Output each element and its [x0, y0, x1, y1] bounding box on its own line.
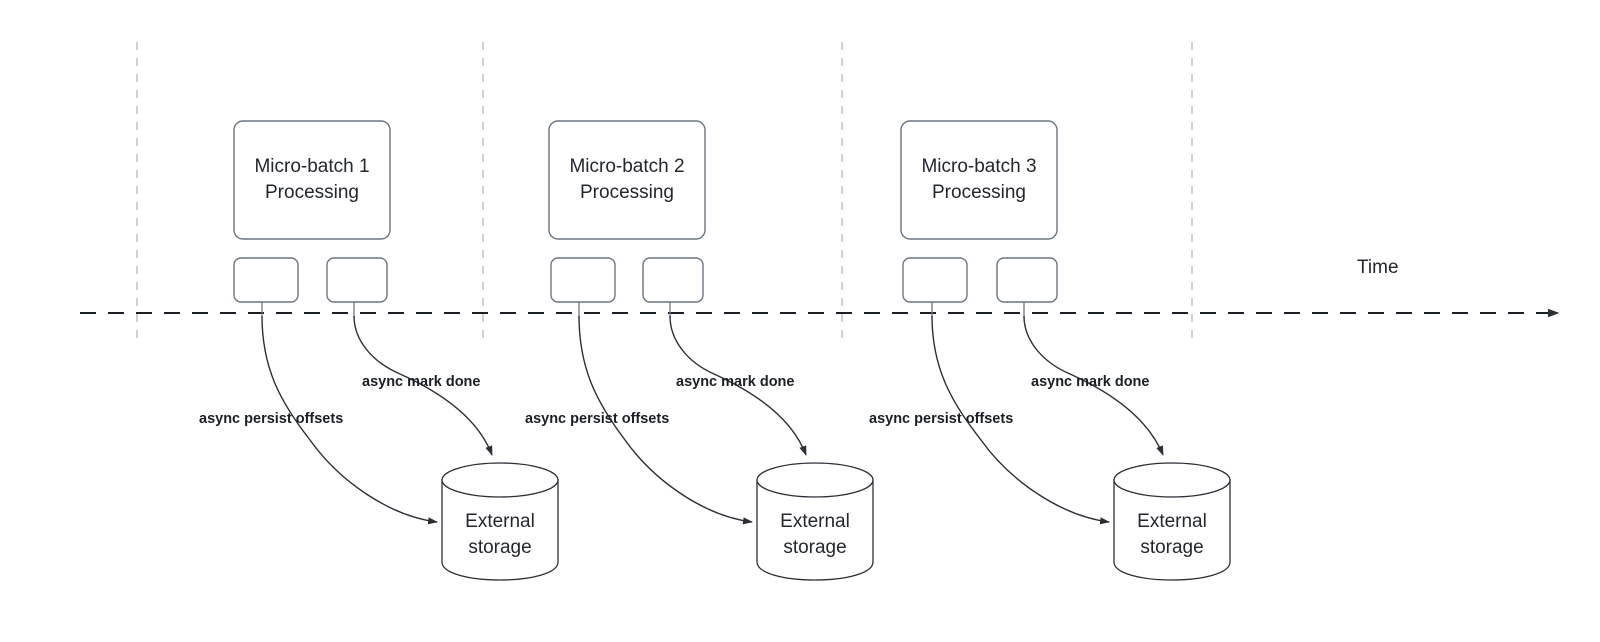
external-storage-1[interactable]: External storage [441, 462, 559, 581]
external-storage-3[interactable]: External storage [1113, 462, 1231, 581]
edge-label-2-async-mark-done: async mark done [676, 374, 794, 390]
task-box-3-persist-offsets[interactable] [902, 257, 968, 303]
process-box-2[interactable] [548, 120, 706, 240]
edge-3-async-persist-offsets [931, 315, 1110, 525]
process-box-2-line2: Processing [580, 182, 674, 203]
micro-batch-group-3: Micro-batch 3 Processing async persist o… [869, 120, 1231, 581]
edge-label-2-async-persist-offsets: async persist offsets [525, 411, 669, 427]
edge-1-async-persist-offsets [261, 315, 438, 525]
external-storage-2-line1: External [780, 511, 850, 532]
external-storage-3-line2: storage [1140, 537, 1203, 558]
edge-2-async-mark-done [669, 315, 807, 456]
grid-line-group [136, 42, 1193, 345]
edge-2-async-persist-offsets [578, 315, 753, 525]
external-storage-3-line1: External [1137, 511, 1207, 532]
edge-label-3-async-mark-done: async mark done [1031, 374, 1149, 390]
process-box-3-line1: Micro-batch 3 [921, 156, 1036, 177]
micro-batch-group-1: Micro-batch 1 Processing async persist o… [199, 120, 559, 581]
edge-label-1-async-persist-offsets: async persist offsets [199, 411, 343, 427]
process-box-2-line1: Micro-batch 2 [569, 156, 684, 177]
task-box-3-mark-done[interactable] [996, 257, 1058, 303]
process-box-1[interactable] [233, 120, 391, 240]
edge-3-async-mark-done [1023, 315, 1164, 456]
edge-label-1-async-mark-done: async mark done [362, 374, 480, 390]
external-storage-1-line1: External [465, 511, 535, 532]
external-storage-2-line2: storage [783, 537, 846, 558]
task-box-2-persist-offsets[interactable] [550, 257, 616, 303]
time-axis-label: Time [1357, 257, 1399, 278]
process-box-1-line1: Micro-batch 1 [254, 156, 369, 177]
task-box-1-persist-offsets[interactable] [233, 257, 299, 303]
process-box-3[interactable] [900, 120, 1058, 240]
task-box-2-mark-done[interactable] [642, 257, 704, 303]
external-storage-1-line2: storage [468, 537, 531, 558]
process-box-3-line2: Processing [932, 182, 1026, 203]
micro-batch-group-2: Micro-batch 2 Processing async persist o… [525, 120, 874, 581]
process-box-1-line2: Processing [265, 182, 359, 203]
external-storage-2[interactable]: External storage [756, 462, 874, 581]
edge-1-async-mark-done [353, 315, 493, 456]
edge-label-3-async-persist-offsets: async persist offsets [869, 411, 1013, 427]
task-box-1-mark-done[interactable] [326, 257, 388, 303]
